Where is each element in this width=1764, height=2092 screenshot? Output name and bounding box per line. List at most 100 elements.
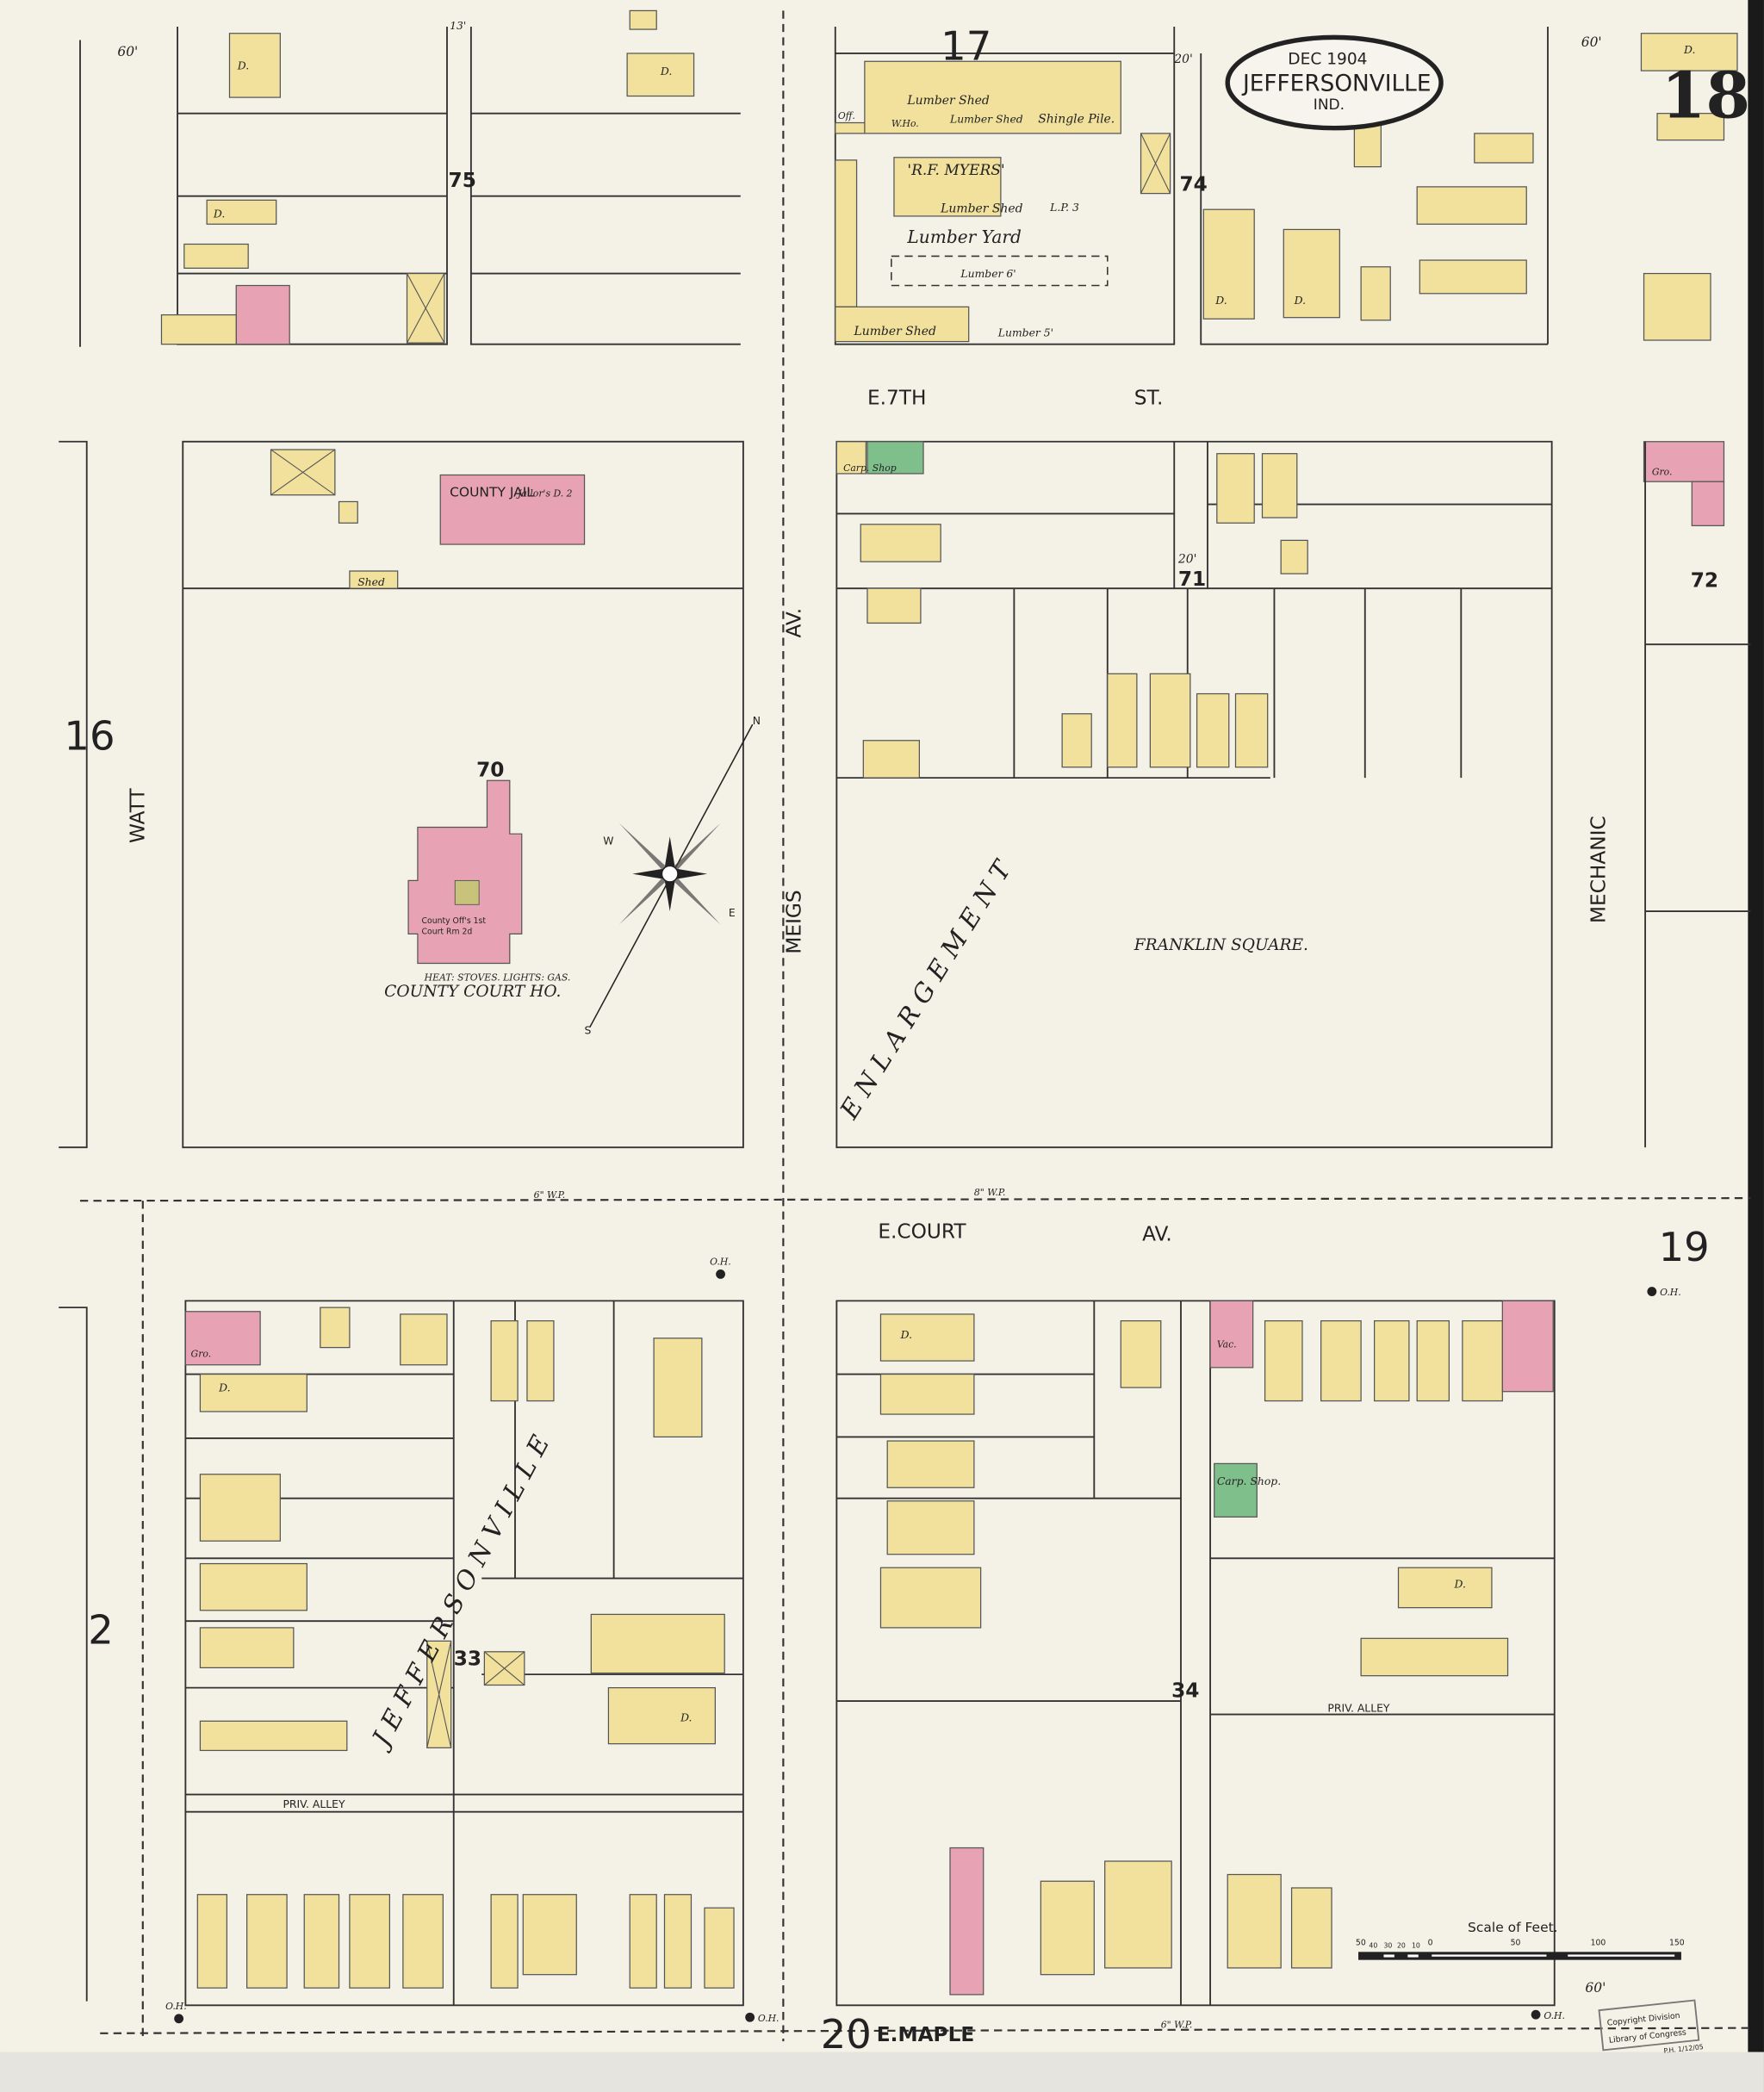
street-label-meigs-av: AV. — [783, 608, 806, 638]
lp3-label: L.P. 3 — [1049, 201, 1079, 214]
scale-tick: 0 — [1428, 1939, 1433, 1948]
alley-width-label: 20' — [1173, 53, 1193, 66]
hydrant-label: O.H. — [165, 2001, 187, 2012]
lumber-6-label: Lumber 6' — [960, 267, 1016, 280]
street-width-label: 60' — [1581, 34, 1602, 50]
court-offices-label: County Off's 1st — [422, 916, 487, 926]
block-number-74: 74 — [1179, 173, 1207, 196]
court-house-notes: HEAT: STOVES. LIGHTS: GAS. — [424, 972, 571, 984]
street-label-e7th: E.7TH — [867, 386, 926, 409]
private-alley-label: PRIV. ALLEY — [283, 1797, 345, 1810]
map-date: DEC 1904 — [1288, 50, 1367, 68]
scale-tick: 10 — [1412, 1942, 1420, 1950]
block-number-70: 70 — [476, 759, 504, 782]
vacant-label: Vac. — [1217, 1339, 1237, 1350]
compass-west: W — [603, 835, 613, 847]
grocery-label: Gro. — [191, 1348, 212, 1359]
hydrant-label: O.H. — [758, 2013, 780, 2024]
hydrant-icon — [745, 2012, 755, 2022]
dwelling-label: D. — [660, 65, 672, 78]
lumber-shed-label: Lumber Shed — [906, 94, 989, 108]
private-alley-label-2: PRIV. ALLEY — [1327, 1702, 1390, 1715]
carp-shop-label: Carp. Shop — [843, 462, 897, 474]
county-court-house-building — [407, 779, 523, 965]
hydrant-label: O.H. — [1660, 1287, 1681, 1298]
street-width-label: 60' — [1585, 1980, 1606, 1996]
rf-myers-lumber-shed — [893, 157, 1002, 217]
jailors-dwelling-label: Jailor's D. 2 — [516, 487, 573, 499]
dwelling-label: D. — [237, 59, 249, 72]
water-pipe-court-west: 6" W.P. — [534, 1189, 566, 1201]
dwelling-label: D. — [1214, 294, 1227, 307]
lumber-5-label: Lumber 5' — [997, 326, 1053, 338]
county-jail-building — [439, 474, 586, 545]
block-75 — [160, 9, 741, 345]
grocery-label-2: Gro. — [1652, 466, 1673, 477]
dwelling-label: D. — [680, 1710, 692, 1723]
hydrant-icon — [716, 1269, 725, 1279]
map-state: IND. — [1314, 96, 1345, 114]
alley-width-label: 20' — [1177, 553, 1197, 567]
dwelling-label: D. — [1683, 43, 1695, 56]
watt-street-edge — [59, 40, 88, 2002]
shed-label: Shed — [357, 575, 385, 588]
scale-tick: 50 — [1511, 1939, 1521, 1948]
adjacent-sheet-19: 19 — [1659, 1224, 1710, 1270]
street-label-e-maple: E.MAPLE — [877, 2023, 974, 2046]
scale-of-feet: Scale of Feet. 50 40 30 20 10 0 50 100 1… — [1356, 1920, 1685, 1960]
court-av-sheet-line — [79, 1197, 1751, 1202]
water-pipe-maple: 6" W.P. — [1161, 2020, 1193, 2031]
dwelling-label: D. — [1454, 1577, 1466, 1590]
hydrant-icon — [174, 2014, 184, 2024]
block-number-71: 71 — [1178, 568, 1206, 591]
lumber-shed-label-2: Lumber Shed — [940, 202, 1022, 215]
block-number-33: 33 — [454, 1647, 481, 1670]
alley-width-label: 13' — [450, 19, 466, 32]
county-jail-label: COUNTY JAIL — [450, 484, 534, 500]
dwelling-label: D. — [213, 208, 225, 220]
lumber-yard-label: Lumber Yard — [906, 227, 1022, 247]
compass-south: S — [585, 1024, 592, 1037]
court-room-label: Court Rm 2d — [422, 927, 473, 936]
franklin-square-label: FRANKLIN SQUARE. — [1134, 936, 1308, 954]
sheet-number: 18 — [1662, 57, 1750, 133]
map-city: JEFFERSONVILLE — [1241, 71, 1432, 96]
lumber-shed-label-3: Lumber Shed — [853, 325, 935, 338]
adjacent-sheet-16: 16 — [64, 713, 115, 760]
block-number-34: 34 — [1171, 1679, 1199, 1702]
street-label-watt: WATT — [126, 787, 149, 843]
shingle-pile-label: Shingle Pile. — [1038, 113, 1115, 127]
scale-tick: 20 — [1397, 1942, 1406, 1950]
block-70 — [182, 440, 744, 1149]
adjacent-sheet-2: 2 — [88, 1607, 114, 1654]
street-label-st: ST. — [1134, 386, 1164, 409]
hydrant-label: O.H. — [710, 1257, 731, 1268]
street-label-court-av: AV. — [1142, 1223, 1172, 1246]
adjacent-sheet-20: 20 — [821, 2011, 872, 2058]
office-label: Off. — [838, 110, 855, 121]
rf-myers-label: 'R.F. MYERS' — [907, 162, 1004, 179]
block-34 — [835, 1300, 1556, 2007]
scale-tick: 50 — [1356, 1939, 1366, 1948]
warehouse-label: W.Ho. — [891, 118, 919, 129]
compass-rose-icon: N S E W — [585, 714, 761, 1036]
block-number-75: 75 — [449, 169, 476, 192]
page-margin — [0, 2052, 1764, 2092]
street-label-e-court: E.COURT — [878, 1220, 966, 1244]
scale-tick: 30 — [1383, 1942, 1392, 1950]
block-74 — [834, 26, 1738, 345]
adjacent-sheet-17: 17 — [941, 23, 991, 70]
hydrant-icon — [1531, 2009, 1541, 2020]
page-edge — [1748, 0, 1764, 2092]
lumber-shed-building — [864, 60, 1121, 134]
street-width-label: 60' — [117, 44, 138, 59]
scale-tick: 40 — [1369, 1942, 1377, 1950]
maple-sheet-line — [100, 2027, 1751, 2034]
street-label-meigs: MEIGS — [783, 890, 806, 953]
dwelling-label: D. — [218, 1381, 230, 1394]
county-court-house-label: COUNTY COURT HO. — [384, 983, 561, 1001]
hydrant-icon — [1647, 1287, 1657, 1296]
carp-shop-building — [866, 441, 924, 475]
scale-title: Scale of Feet. — [1468, 1920, 1558, 1935]
